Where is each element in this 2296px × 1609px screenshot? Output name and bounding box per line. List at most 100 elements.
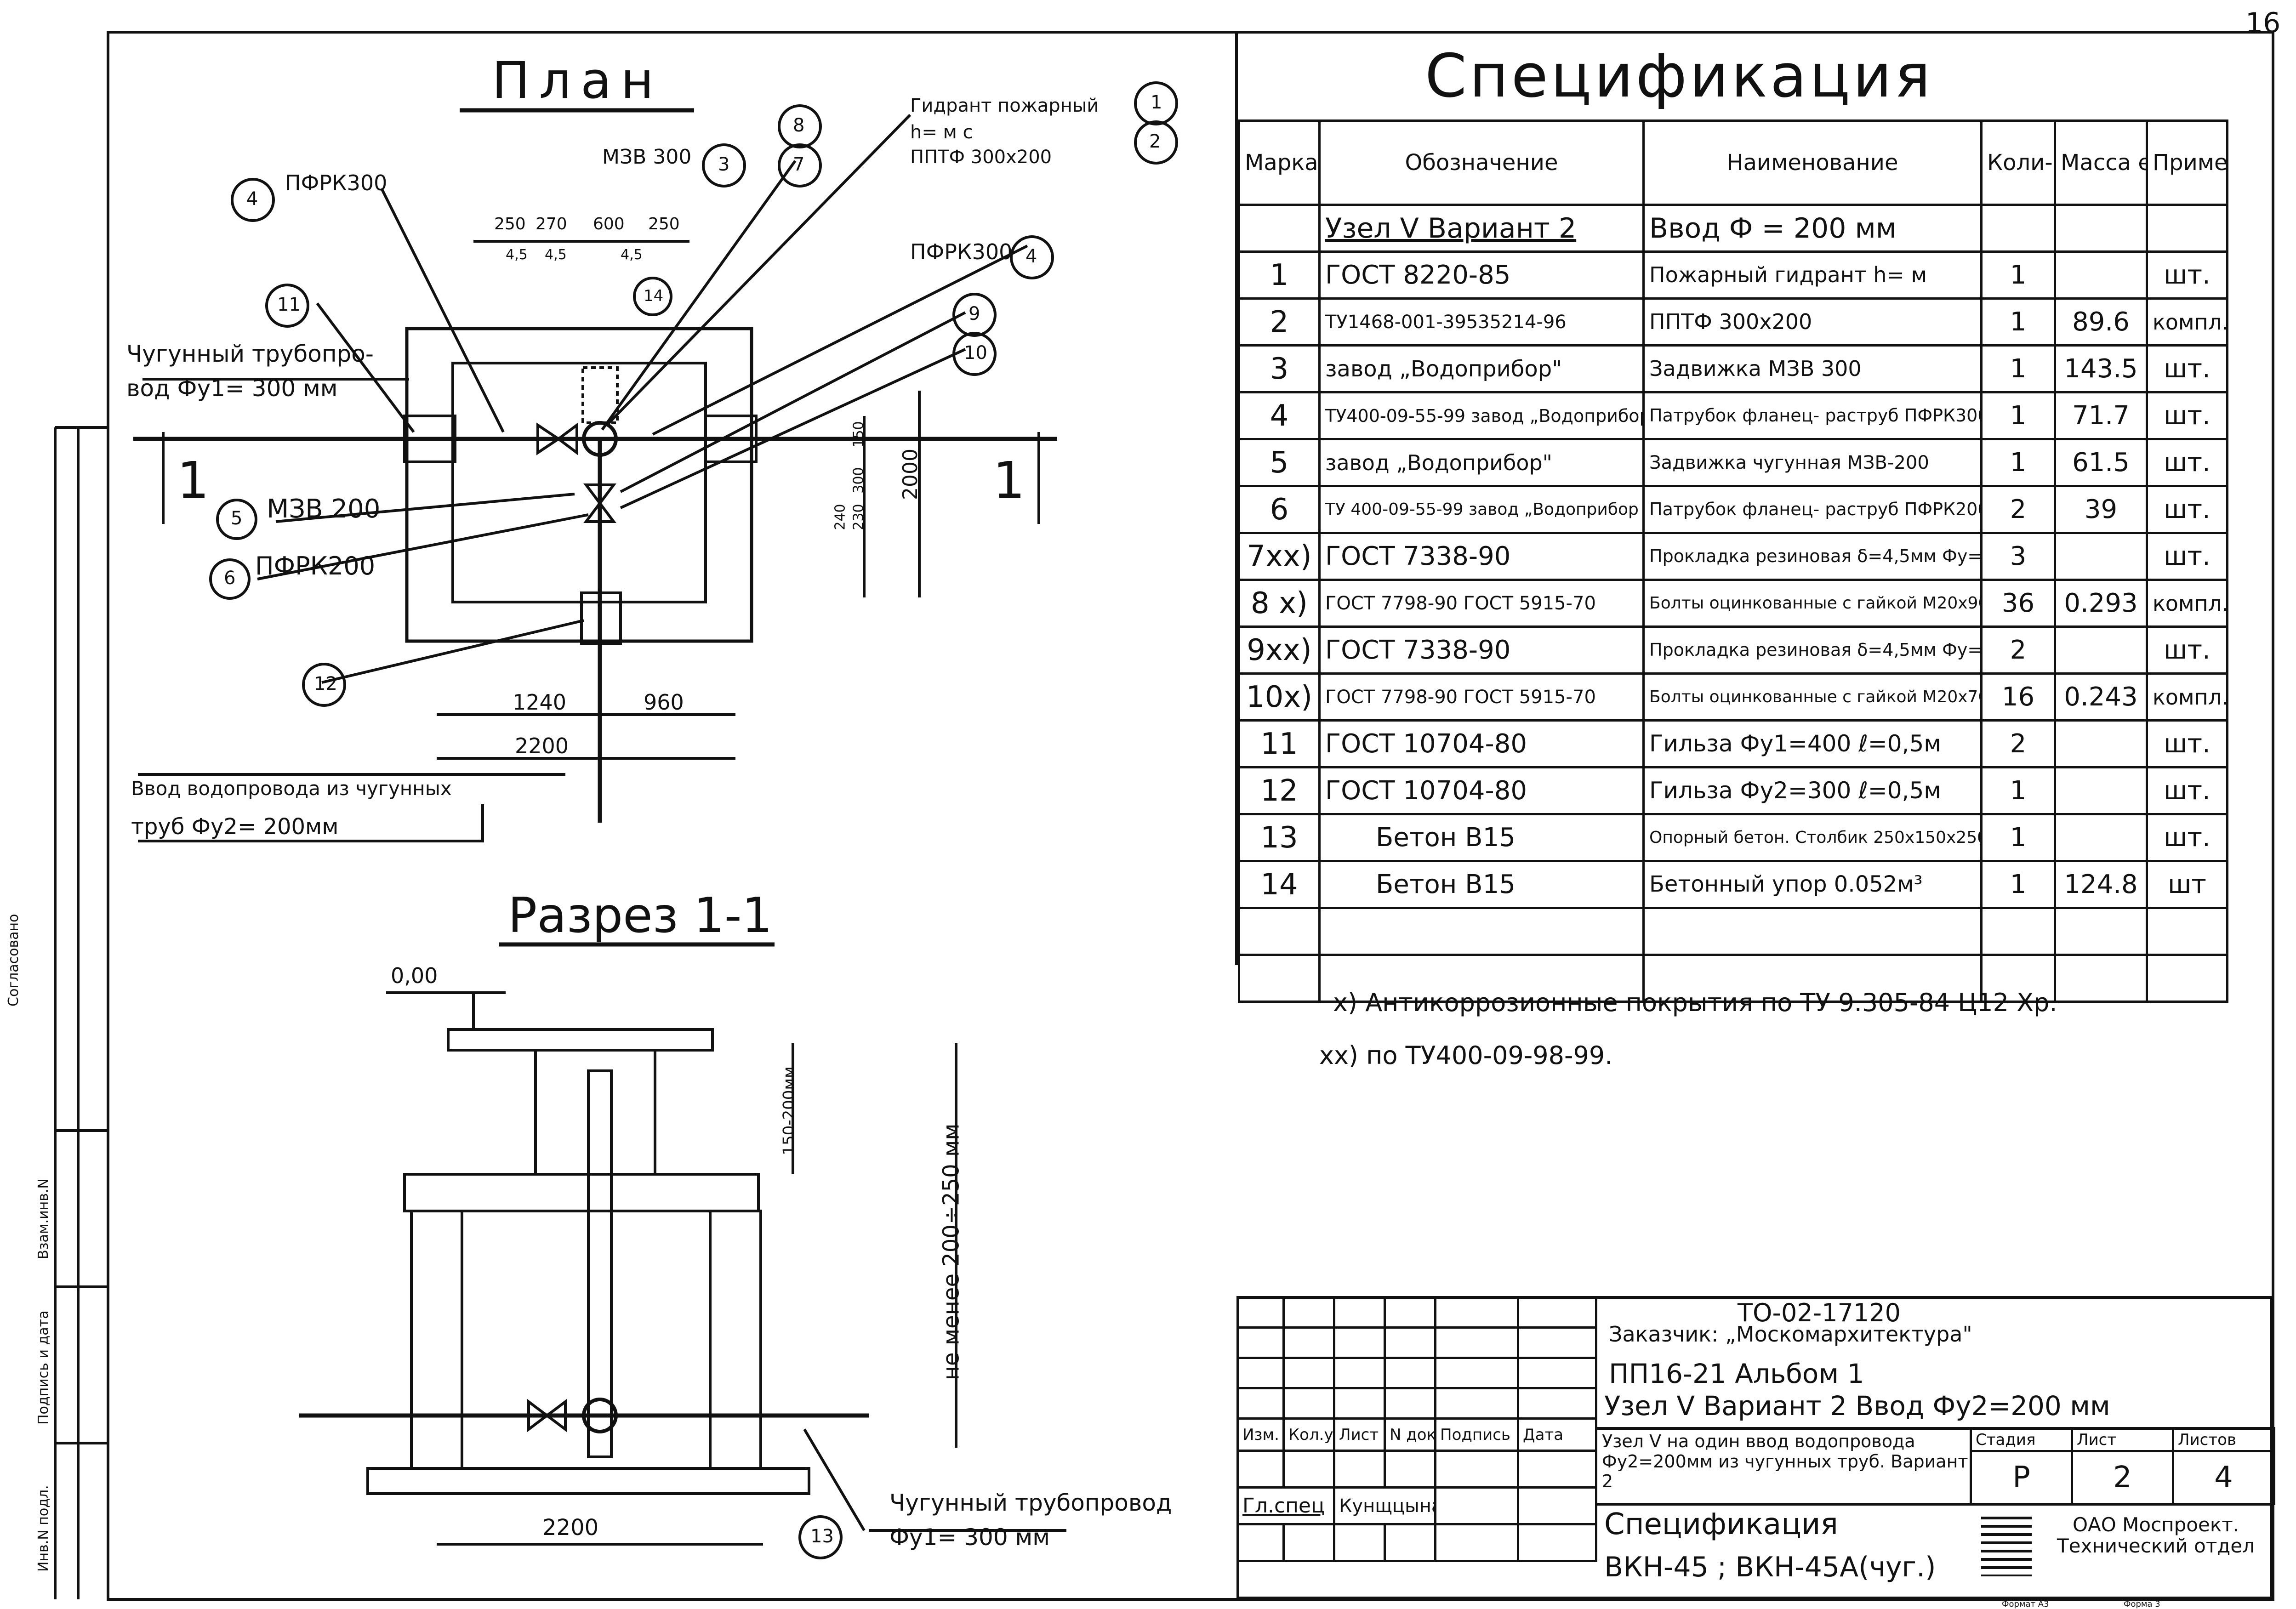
- plan-dim-45c: 4,5: [621, 247, 643, 263]
- callout-num-5: 5: [231, 508, 243, 529]
- spec-qty: 1: [1980, 391, 2056, 440]
- callout-12: [302, 663, 346, 707]
- spec-mass: [2054, 532, 2148, 581]
- callout-3: [702, 143, 746, 188]
- spec-designation: ГОСТ 7338-90: [1318, 625, 1645, 675]
- plan-dim-960: 960: [644, 690, 684, 715]
- spec-note: шт.: [2146, 766, 2228, 815]
- plan-mzv200: МЗВ 200: [267, 494, 381, 524]
- spec-mark: 3: [1238, 344, 1321, 393]
- plan-pipe-label: Чугунный трубопро-: [126, 341, 374, 367]
- tb-album: ПП16-21 Альбом 1: [1609, 1358, 1864, 1389]
- spec-note: компл.: [2146, 672, 2228, 722]
- sheet-format: Формат А3: [2002, 1599, 2049, 1609]
- sleeve-right: [704, 415, 758, 463]
- spec-mark: 11: [1238, 719, 1321, 768]
- callout-num-4b: 4: [1026, 246, 1037, 267]
- spec-note: шт.: [2146, 391, 2228, 440]
- stamp-inv-podl: Инв.N подл.: [35, 1485, 51, 1572]
- tb-head: Кол.уч: [1282, 1417, 1335, 1452]
- spec-name: Опорный бетон. Столбик 250х150х250 =0.01…: [1642, 813, 1983, 862]
- callout-14: [633, 277, 672, 316]
- spec-name: Болты оцинкованные с гайкой М20х90: [1642, 579, 1983, 628]
- spec-mark: 1: [1238, 250, 1321, 300]
- sheet-form: Форма 3: [2124, 1599, 2160, 1609]
- spec-name: Гильза Фу2=300 ℓ=0,5м: [1642, 766, 1983, 815]
- callout-1: [1134, 81, 1178, 125]
- spec-title: Спецификация: [1425, 41, 1933, 111]
- spec-mark: 12: [1238, 766, 1321, 815]
- callout-8: [778, 104, 822, 148]
- spec-mass: [2054, 250, 2148, 300]
- plan-dim-2200: 2200: [515, 733, 569, 758]
- plan-pfrk300-right: ПФРК300: [910, 239, 1013, 264]
- title-block-col-heads: Изм. Кол.уч Лист N док Подпись Дата: [1236, 1417, 1597, 1452]
- callout-6: [209, 558, 251, 600]
- plan-section-mark-right: 1: [993, 451, 1025, 510]
- spec-mark: 9xx): [1238, 625, 1321, 675]
- spec-note: шт.: [2146, 438, 2228, 487]
- callout-num-14: 14: [644, 287, 664, 305]
- tb-stage: Р: [1970, 1450, 2073, 1505]
- plan-pfrk300-left: ПФРК300: [285, 171, 387, 195]
- spec-name: Задвижка МЗВ 300: [1642, 344, 1983, 393]
- spec-mark: 2: [1238, 297, 1321, 347]
- callout-num-1: 1: [1151, 92, 1162, 113]
- callout-num-4a: 4: [246, 188, 258, 210]
- section-slab: [403, 1173, 760, 1212]
- tb-desc: Узел V на один ввод водопровода Фу2=200м…: [1602, 1431, 1968, 1492]
- tb-sheet-h: Лист: [2071, 1427, 2174, 1452]
- section-pipe-label-2: Фу1= 300 мм: [889, 1524, 1050, 1551]
- callout-num-2: 2: [1149, 131, 1161, 152]
- plan-inlet-label-2: труб Фу2= 200мм: [131, 814, 339, 840]
- plan-dim-150: 150: [850, 421, 867, 448]
- plan-pipe-label-2: вод Фу1= 300 мм: [126, 375, 338, 402]
- tb-customer: Заказчик: „Москомархитектура": [1609, 1322, 1972, 1347]
- callout-num-10: 10: [964, 342, 987, 364]
- spec-note: шт: [2146, 860, 2228, 909]
- spec-name: Прокладка резиновая δ=4,5мм Фу=200: [1642, 625, 1983, 675]
- spec-mark: 13: [1238, 813, 1321, 862]
- spec-sub-name: Ввод Ф = 200 мм: [1642, 204, 1983, 253]
- callout-2: [1134, 120, 1178, 165]
- section-pillar-right: [709, 1210, 762, 1470]
- spec-name: ППТФ 300х200: [1642, 297, 1983, 347]
- plan-dim-2000: 2000: [898, 449, 922, 500]
- spec-qty: 1: [1980, 438, 2056, 487]
- sheet-frame: [107, 31, 2274, 1601]
- spec-empty-row: [1238, 954, 2228, 1003]
- plan-dim-300: 300: [850, 467, 867, 494]
- callout-num-8: 8: [793, 115, 805, 136]
- callout-num-13: 13: [810, 1526, 834, 1547]
- spec-qty: 1: [1980, 297, 2056, 347]
- spec-note: шт.: [2146, 532, 2228, 581]
- spec-qty: 1: [1980, 813, 2056, 862]
- callout-num-3: 3: [718, 154, 730, 175]
- spec-mass: 89.6: [2054, 297, 2148, 347]
- tb-stage-grid: Стадия Лист Листов Р 2 4: [1970, 1427, 2275, 1505]
- spec-qty: 1: [1980, 766, 2056, 815]
- spec-mass: 124.8: [2054, 860, 2148, 909]
- section-dim-150-200: 150-200мм: [780, 1066, 798, 1155]
- tb-role: Гл.спец: [1236, 1486, 1335, 1525]
- tb-person: Кунщцына: [1333, 1486, 1436, 1525]
- callout-10: [952, 332, 997, 376]
- spec-note-1: х) Антикоррозионные покрытия по ТУ 9.305…: [1333, 988, 2057, 1017]
- tb-sheet-name: Спецификация: [1604, 1507, 1838, 1541]
- plan-pfrk200: ПФРК200: [255, 551, 376, 580]
- tb-stage-h: Стадия: [1970, 1427, 2073, 1452]
- spec-h-qty: Коли-че-ство: [1980, 119, 2056, 206]
- tb-head: Дата: [1517, 1417, 1597, 1452]
- spec-designation: ГОСТ 7798-90 ГОСТ 5915-70: [1318, 579, 1645, 628]
- spec-note: шт.: [2146, 719, 2228, 768]
- section-footing: [366, 1467, 810, 1495]
- spec-mass: 71.7: [2054, 391, 2148, 440]
- spec-header-row: Марка позиц. Обозначение Наименование Ко…: [1238, 119, 2228, 206]
- org-logo: [1981, 1517, 2032, 1576]
- plan-chamber-outer: [405, 327, 753, 643]
- spec-qty: 1: [1980, 250, 2056, 300]
- spec-mass: 0.293: [2054, 579, 2148, 628]
